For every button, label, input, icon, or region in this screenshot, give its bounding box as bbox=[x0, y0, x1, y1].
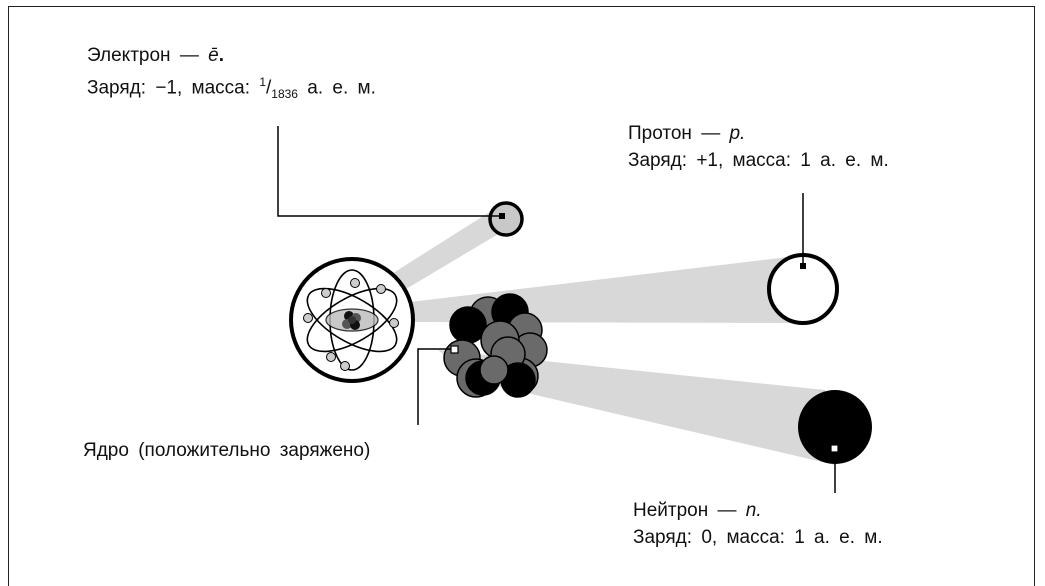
proton-symbol: p. bbox=[729, 123, 746, 144]
electron-leader-marker bbox=[499, 213, 505, 219]
nucleus-leader-marker bbox=[450, 345, 459, 354]
neutron-symbol: n. bbox=[745, 500, 762, 521]
electron-name: Электрон bbox=[87, 45, 171, 66]
electron-title: Электрон — ē. bbox=[87, 42, 376, 69]
neutron-icon bbox=[798, 390, 872, 464]
proton-label: Протон — p. Заряд: +1, масса: 1 а. е. м. bbox=[628, 120, 889, 174]
electron-label: Электрон — ē. Заряд: −1, масса: 1/1836 а… bbox=[87, 42, 376, 108]
atom-icon bbox=[289, 257, 415, 383]
proton-name: Протон bbox=[628, 123, 692, 144]
neutron-properties: Заряд: 0, масса: 1 а. е. м. bbox=[633, 527, 883, 548]
neutron-dash: — bbox=[717, 500, 737, 521]
proton-title: Протон — p. bbox=[628, 120, 889, 147]
nucleus-label: Ядро (положительно заряжено) bbox=[83, 440, 371, 461]
neutron-name: Нейтрон bbox=[633, 500, 709, 521]
electron-icon bbox=[488, 201, 524, 237]
atom-structure-diagram bbox=[277, 126, 872, 493]
electron-dash: — bbox=[179, 45, 199, 66]
proton-properties: Заряд: +1, масса: 1 а. е. м. bbox=[628, 150, 889, 171]
electron-mass-slash: / bbox=[266, 77, 272, 99]
electron-period: . bbox=[218, 45, 224, 66]
electron-mass-unit: а. е. м. bbox=[307, 77, 376, 99]
nucleus-leader-line bbox=[417, 348, 454, 425]
electron-mass-numerator: 1 bbox=[259, 75, 266, 89]
electron-leader-line bbox=[277, 126, 502, 217]
figure-frame bbox=[8, 6, 1035, 586]
neutron-title: Нейтрон — n. bbox=[633, 497, 883, 524]
electron-mass-denominator: 1836 bbox=[271, 87, 298, 102]
proton-leader-marker bbox=[800, 263, 806, 269]
electron-charge-mass: Заряд: −1, масса: bbox=[87, 77, 251, 99]
neutron-label: Нейтрон — n. Заряд: 0, масса: 1 а. е. м. bbox=[633, 497, 883, 551]
proton-dash: — bbox=[701, 123, 721, 144]
nucleus-cluster bbox=[443, 293, 548, 398]
neutron-leader-marker bbox=[830, 444, 839, 453]
electron-beam bbox=[390, 208, 505, 295]
electron-symbol: ē bbox=[208, 45, 219, 66]
electron-properties: Заряд: −1, масса: 1/1836 а. е. м. bbox=[87, 69, 376, 108]
